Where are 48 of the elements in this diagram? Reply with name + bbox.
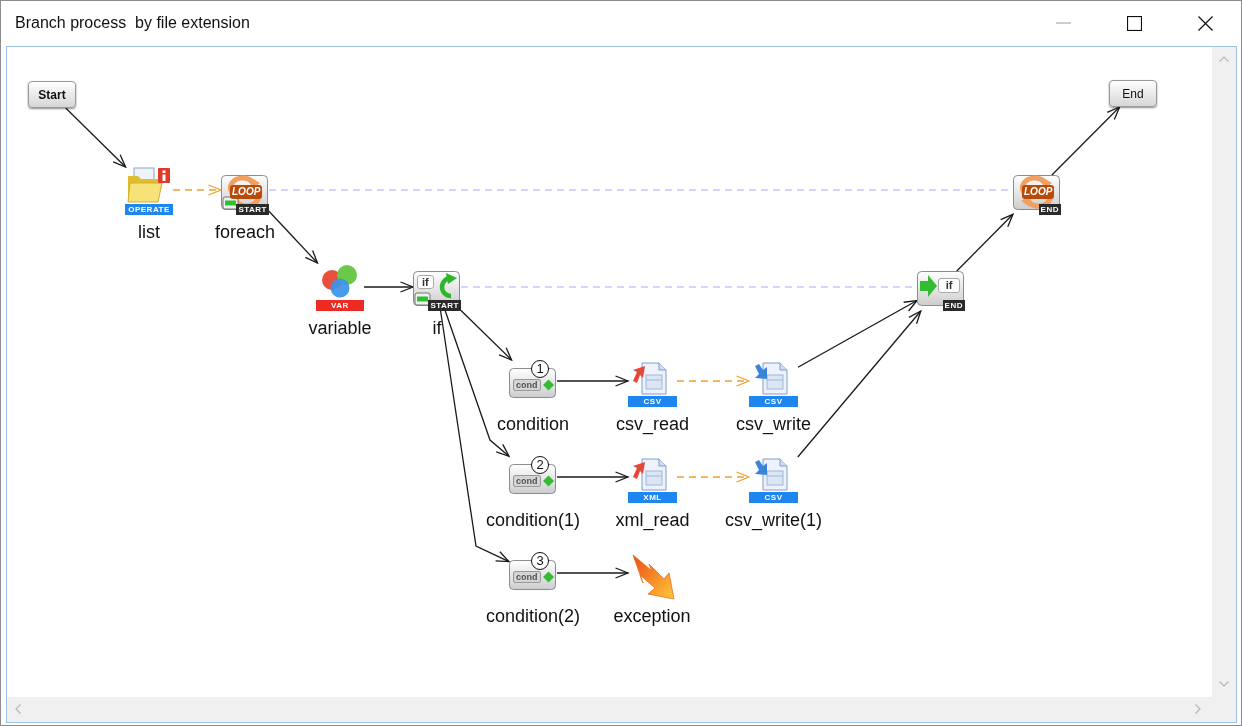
- arrow: [444, 310, 510, 457]
- arrow: [268, 210, 319, 264]
- node-label: condition: [496, 414, 570, 436]
- arrow: [797, 310, 922, 458]
- node-label: foreach: [215, 222, 275, 244]
- node-label: condition(2): [485, 606, 581, 628]
- cond-tag: cond: [513, 379, 541, 391]
- terminal-box: End: [1109, 80, 1157, 107]
- arrow: [956, 213, 1014, 272]
- dashed-arrow: [676, 471, 750, 483]
- arrow: [1051, 106, 1121, 176]
- badge-label: END: [942, 300, 965, 311]
- arrow: [556, 567, 629, 579]
- node-label: list: [138, 222, 160, 244]
- arrow: [439, 310, 510, 563]
- dashed-arrow: [676, 375, 750, 387]
- node-label: csv_read: [616, 414, 689, 436]
- window-title: Branch process by file extension: [15, 13, 250, 33]
- node-label: xml_read: [615, 510, 690, 532]
- badge-label: OPERATE: [125, 204, 173, 215]
- badge-label: VAR: [316, 300, 364, 311]
- arrow: [460, 309, 513, 361]
- badge-label: CSV: [749, 396, 798, 407]
- badge-label: CSV: [749, 492, 798, 503]
- node-label: csv_write: [736, 414, 811, 436]
- arrow: [556, 471, 629, 483]
- arrow: [797, 299, 918, 368]
- node-label: csv_write(1): [725, 510, 822, 532]
- node-label: exception: [613, 606, 691, 628]
- node-label: if: [432, 318, 442, 340]
- loop-text: LOOP: [1022, 185, 1055, 199]
- cond-tag: cond: [513, 475, 541, 487]
- node-label: variable: [308, 318, 372, 340]
- cond-tag: cond: [513, 571, 541, 583]
- badge-label: START: [236, 204, 269, 215]
- arrow: [363, 281, 414, 293]
- node-label: condition(1): [485, 510, 581, 532]
- dashed-arrow: [172, 184, 222, 196]
- badge-label: END: [1038, 204, 1061, 215]
- badge-label: START: [428, 300, 461, 311]
- badge-label: CSV: [628, 396, 677, 407]
- if-tag: if: [938, 278, 960, 293]
- loop-text: LOOP: [230, 185, 263, 199]
- terminal-box: Start: [28, 81, 76, 108]
- badge-label: XML: [628, 492, 677, 503]
- arrow: [65, 107, 127, 168]
- arrow: [556, 375, 629, 387]
- if-tag: if: [417, 275, 434, 289]
